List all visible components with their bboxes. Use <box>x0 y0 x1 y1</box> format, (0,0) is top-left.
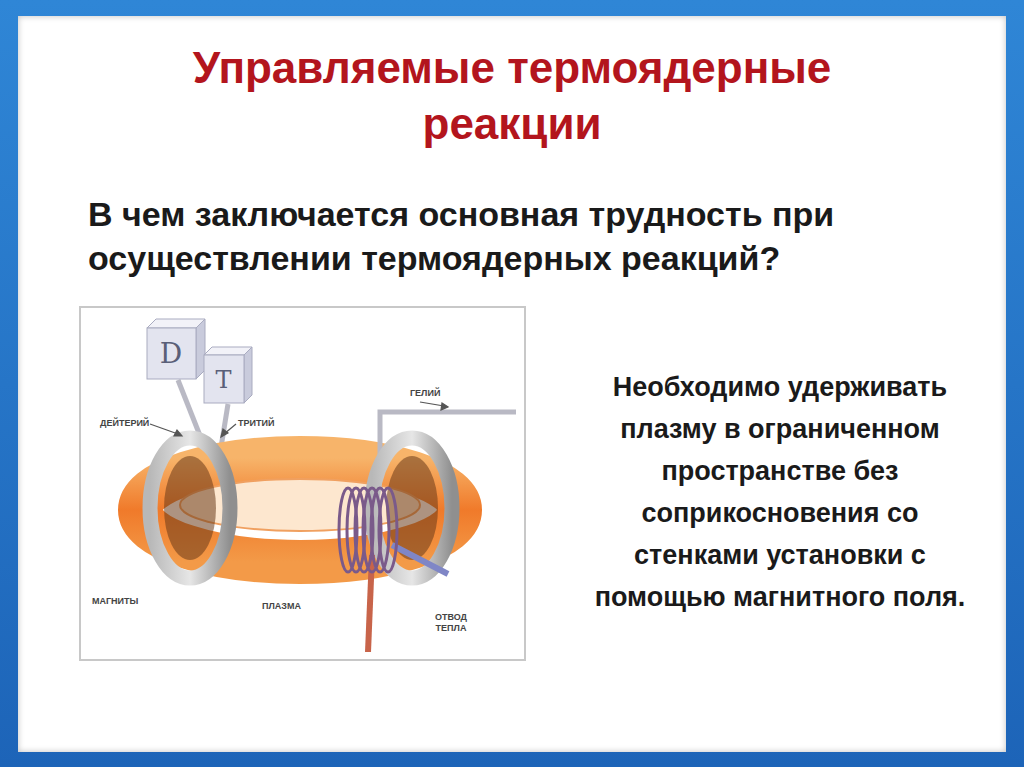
cube-letter: D <box>160 340 182 368</box>
part-label: ДЕЙТЕРИЙ <box>100 418 160 429</box>
gas-cube: T <box>203 346 253 404</box>
part-label: ГЕЛИЙ <box>410 388 460 399</box>
heat-pipe <box>392 545 448 574</box>
ring-inner <box>164 456 216 560</box>
torus-hole <box>180 479 420 531</box>
part-label: ОТВОД ТЕПЛА <box>428 612 474 634</box>
part-label: МАГНИТЫ <box>92 596 152 607</box>
answer-text: Необходимо удерживать плазму в ограничен… <box>588 366 972 618</box>
part-label: ТРИТИЙ <box>238 418 288 429</box>
part-label: ПЛАЗМА <box>262 601 322 612</box>
magnet-ring <box>150 438 230 578</box>
gas-cube: D <box>146 318 206 380</box>
slide-title: Управляемые термоядерные реакции <box>132 40 892 152</box>
question-text: В чем заключается основная трудность при… <box>88 192 988 280</box>
heat-coil <box>339 488 397 572</box>
cube-letter: T <box>215 368 231 392</box>
illustration-panel <box>80 307 525 660</box>
magnet-ring <box>372 438 452 578</box>
label-arrow <box>150 402 448 437</box>
